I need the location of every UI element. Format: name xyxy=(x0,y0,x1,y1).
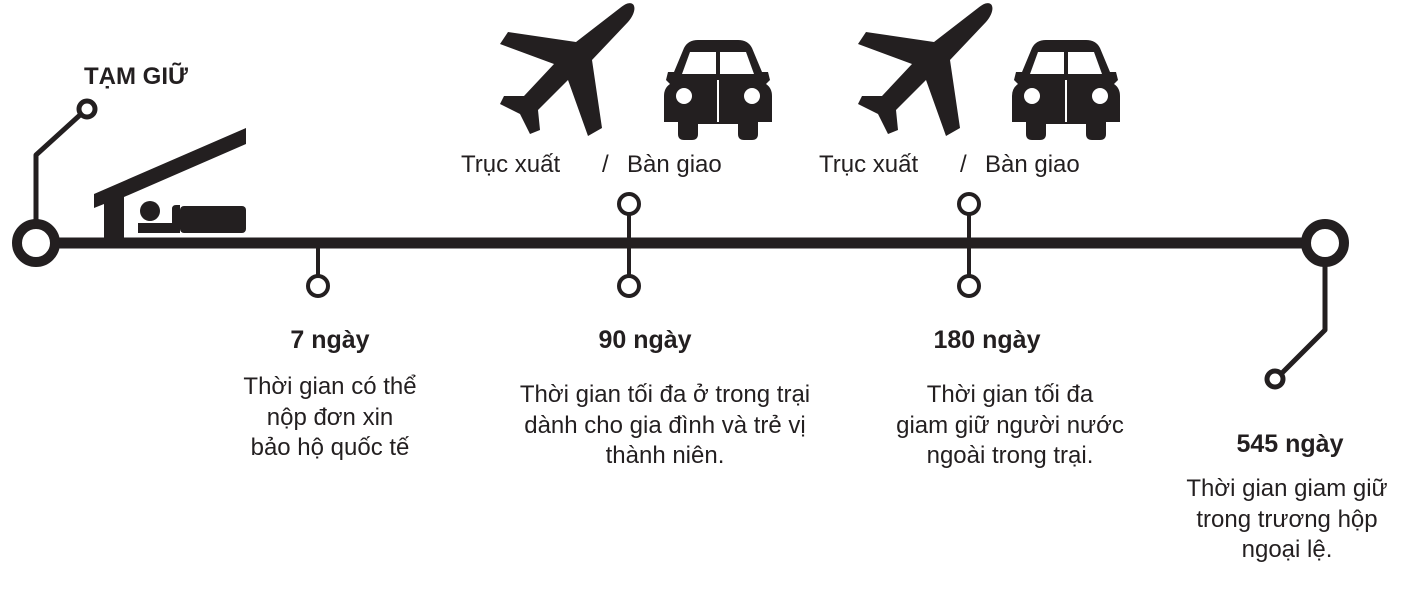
transfer-handover-label: Bàn giao xyxy=(985,151,1080,178)
airplane-icon xyxy=(858,3,993,137)
description-line: Thời gian có thể xyxy=(243,373,417,400)
transfer-separator: / xyxy=(602,151,609,178)
description-line: thành niên. xyxy=(605,442,725,470)
milestone-days: 7 ngày xyxy=(290,326,370,354)
transfer-deport-label: Trục xuất xyxy=(819,151,919,178)
marker-180-bottom-dot xyxy=(957,274,981,298)
transfer-handover-label: Bàn giao xyxy=(627,151,722,178)
description-line: giam giữ người nước xyxy=(896,411,1124,439)
description-line: trong trương hộp xyxy=(1196,505,1378,533)
transfer-deport-label: Trục xuất xyxy=(461,151,561,178)
milestone-description: Thời gian có thể nộp đơn xin bảo hộ quốc… xyxy=(180,372,480,464)
marker-90-top-dot xyxy=(617,192,641,216)
milestone-days: 545 ngày xyxy=(1236,430,1344,458)
end-label-dot xyxy=(1264,368,1286,390)
airplane-icon xyxy=(500,3,635,137)
end-connector xyxy=(1278,262,1328,377)
milestone-description: Thời gian tối đa ở trong trại dành cho g… xyxy=(475,380,855,472)
car-icon xyxy=(1010,38,1122,142)
start-connector xyxy=(33,113,82,224)
description-line: ngoài trong trại. xyxy=(926,442,1094,470)
description-line: nộp đơn xin xyxy=(266,403,394,431)
car-icon xyxy=(662,38,774,142)
description-line: bảo hộ quốc tế xyxy=(250,434,410,462)
sleeping-person-icon xyxy=(138,201,246,233)
start-label: TẠM GIỮ xyxy=(84,63,188,90)
milestone-description: Thời gian tối đa giam giữ người nước ngo… xyxy=(860,380,1160,472)
milestone-days: 180 ngày xyxy=(933,326,1041,354)
marker-90-bottom-dot xyxy=(617,274,641,298)
milestone-description: Thời gian giam giữ trong trương hộp ngoạ… xyxy=(1160,474,1414,566)
description-line: ngoại lệ. xyxy=(1241,536,1333,564)
start-node xyxy=(12,219,60,267)
description-line: Thời gian tối đa ở trong trại xyxy=(519,381,811,408)
start-label-dot xyxy=(76,98,98,120)
description-line: Thời gian giam giữ xyxy=(1186,475,1388,502)
shelter-icon xyxy=(94,128,246,240)
transfer-separator: / xyxy=(960,151,967,178)
marker-7-dot xyxy=(306,274,330,298)
marker-180-top-dot xyxy=(957,192,981,216)
description-line: Thời gian tối đa xyxy=(926,381,1094,408)
end-node xyxy=(1301,219,1349,267)
milestone-days: 90 ngày xyxy=(598,326,692,354)
description-line: dành cho gia đình và trẻ vị xyxy=(524,411,806,439)
